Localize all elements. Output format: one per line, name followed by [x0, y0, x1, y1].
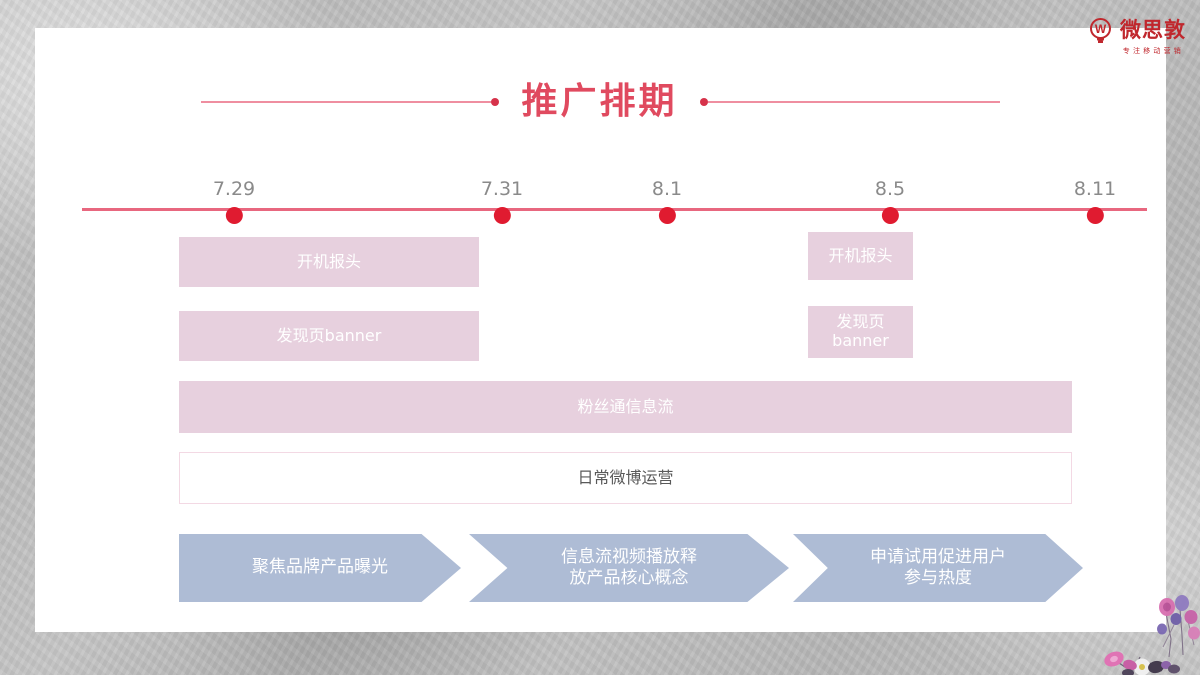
lightbulb-base-lower [1098, 41, 1103, 43]
slide-title-block: 推广排期 [35, 74, 1166, 130]
brand-logo-row: W 微思敦 [1090, 18, 1186, 43]
bar-discover-banner-right: 发现页 banner [808, 306, 913, 358]
slide-card: 推广排期 7.29 7.31 8.1 8.5 8.11 开机 [35, 28, 1166, 632]
brand-logo: W 微思敦 专注移动营销 [1090, 18, 1186, 56]
brand-name: 微思敦 [1120, 18, 1186, 42]
timeline-date-label: 7.29 [212, 178, 256, 200]
timeline-marker-dot [225, 207, 243, 224]
timeline-node-4: 8.5 [875, 180, 905, 224]
timeline-axis-line [82, 208, 1147, 211]
timeline-node-1: 7.29 [213, 180, 255, 224]
stage-arrow-2-line-1: 信息流视频播放释 [561, 546, 697, 567]
brand-tagline: 专注移动营销 [1122, 47, 1184, 55]
bar-discover-banner-left: 发现页banner [179, 311, 479, 361]
title-rule-right [707, 101, 1000, 103]
timeline-date-label: 8.11 [1073, 178, 1117, 200]
timeline-marker-dot [1086, 207, 1104, 224]
timeline-node-3: 8.1 [652, 180, 682, 224]
stage-arrow-2: 信息流视频播放释 放产品核心概念 [469, 534, 789, 602]
title-dot-right [699, 98, 708, 106]
bar-boot-header-left: 开机报头 [179, 237, 479, 287]
bar-boot-header-right: 开机报头 [808, 232, 913, 280]
timeline-node-2: 7.31 [481, 180, 523, 224]
bar-label-line-1: 发现页 [836, 312, 885, 332]
bar-daily-weibo: 日常微博运营 [179, 452, 1072, 504]
stage-arrow-2-line-2: 放产品核心概念 [569, 568, 689, 588]
page-title: 推广排期 [521, 81, 678, 122]
lightbulb-w-icon: W [1090, 18, 1115, 43]
stage-arrow-1: 聚焦品牌产品曝光 [179, 534, 461, 602]
lightbulb-w-letter: W [1090, 18, 1111, 39]
channel-bar-area: 开机报头 开机报头 发现页banner 发现页 banner 粉丝通信息流 日常… [35, 28, 1166, 632]
schedule-timeline: 7.29 7.31 8.1 8.5 8.11 [82, 180, 1147, 224]
bar-fans-feed: 粉丝通信息流 [179, 381, 1072, 433]
title-dot-left [491, 98, 500, 106]
bar-label-line-2: banner [832, 331, 889, 350]
title-decoration-left [201, 98, 500, 106]
timeline-node-5: 8.11 [1074, 180, 1116, 224]
timeline-marker-dot [881, 207, 899, 224]
stage-arrow-1-label: 聚焦品牌产品曝光 [252, 557, 388, 578]
timeline-date-label: 8.1 [651, 178, 683, 200]
title-decoration-right [699, 98, 1000, 106]
timeline-date-label: 8.5 [874, 178, 906, 200]
timeline-marker-dot [658, 207, 676, 224]
title-rule-left [201, 101, 492, 103]
stage-arrow-3: 申请试用促进用户 参与热度 [793, 534, 1083, 602]
stage-arrow-3-line-1: 申请试用促进用户 [870, 546, 1006, 567]
timeline-date-label: 7.31 [480, 178, 524, 200]
stage-arrow-3-line-2: 参与热度 [904, 568, 972, 588]
timeline-marker-dot [493, 207, 511, 224]
lightbulb-base [1097, 38, 1104, 41]
